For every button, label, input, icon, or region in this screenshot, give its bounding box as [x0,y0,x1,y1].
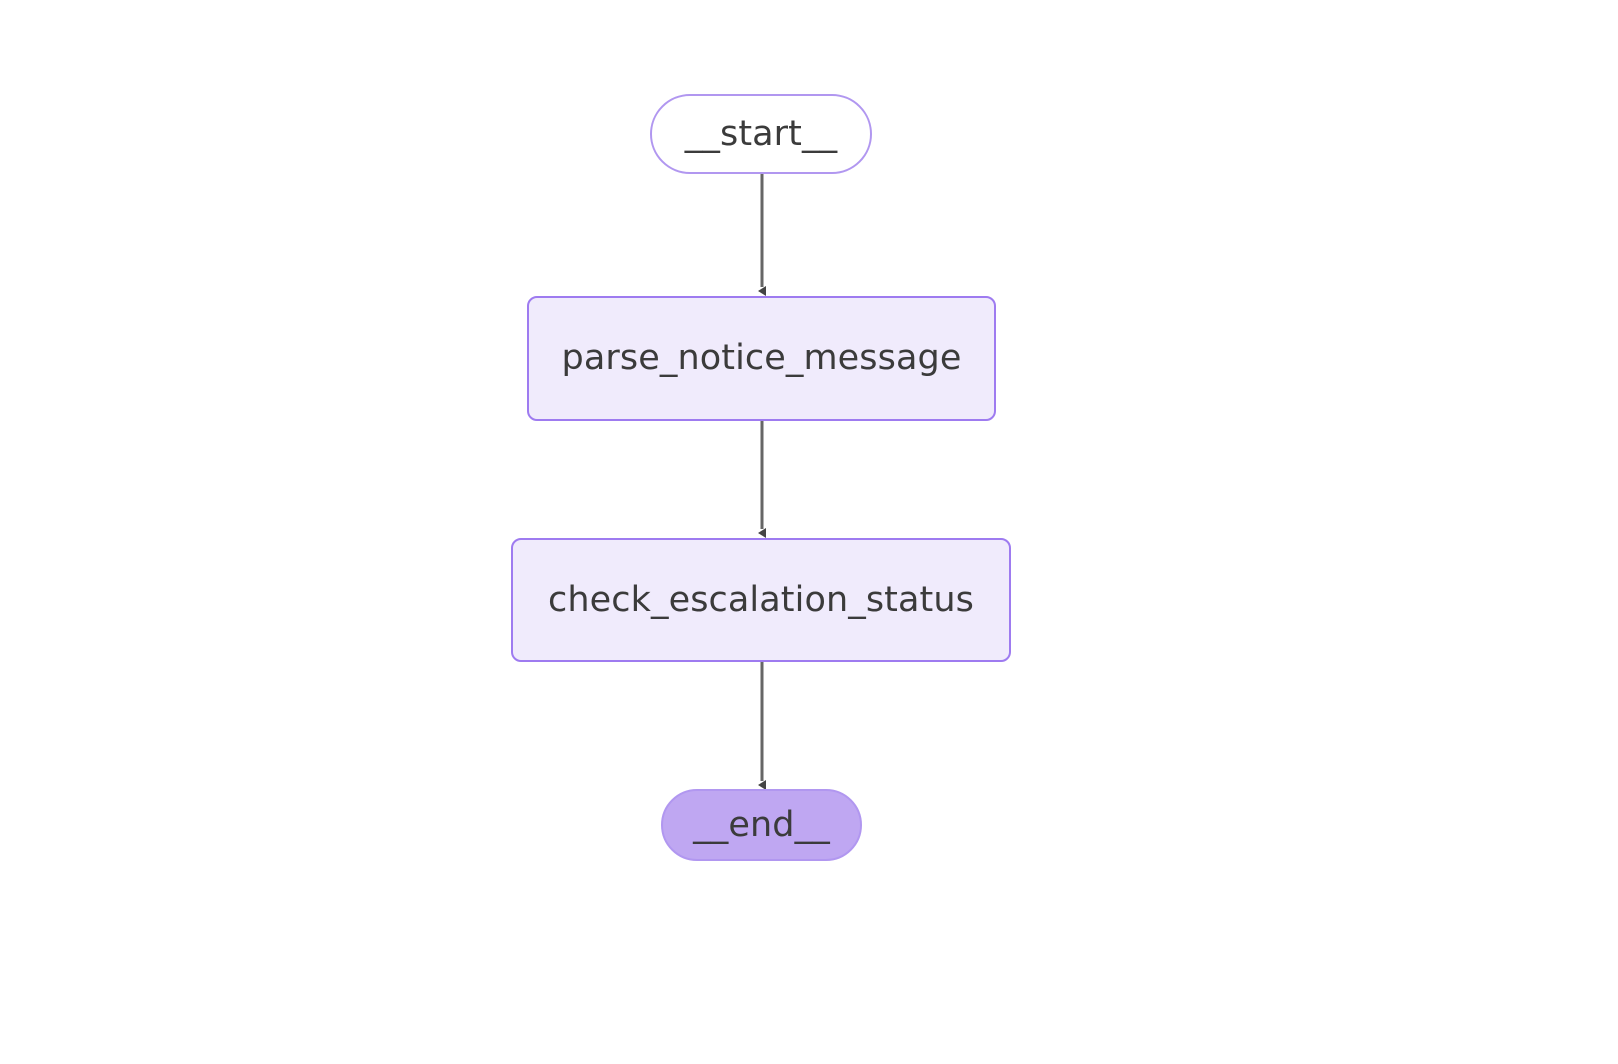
node-check-escalation-status[interactable]: check_escalation_status [511,538,1011,662]
node-end-label: __end__ [693,804,830,845]
node-end[interactable]: __end__ [661,789,862,861]
node-parse-notice-message-label: parse_notice_message [561,338,962,379]
node-parse-notice-message[interactable]: parse_notice_message [527,296,996,421]
node-check-escalation-status-label: check_escalation_status [548,579,974,620]
node-start-label: __start__ [684,113,838,154]
node-start[interactable]: __start__ [650,94,872,174]
